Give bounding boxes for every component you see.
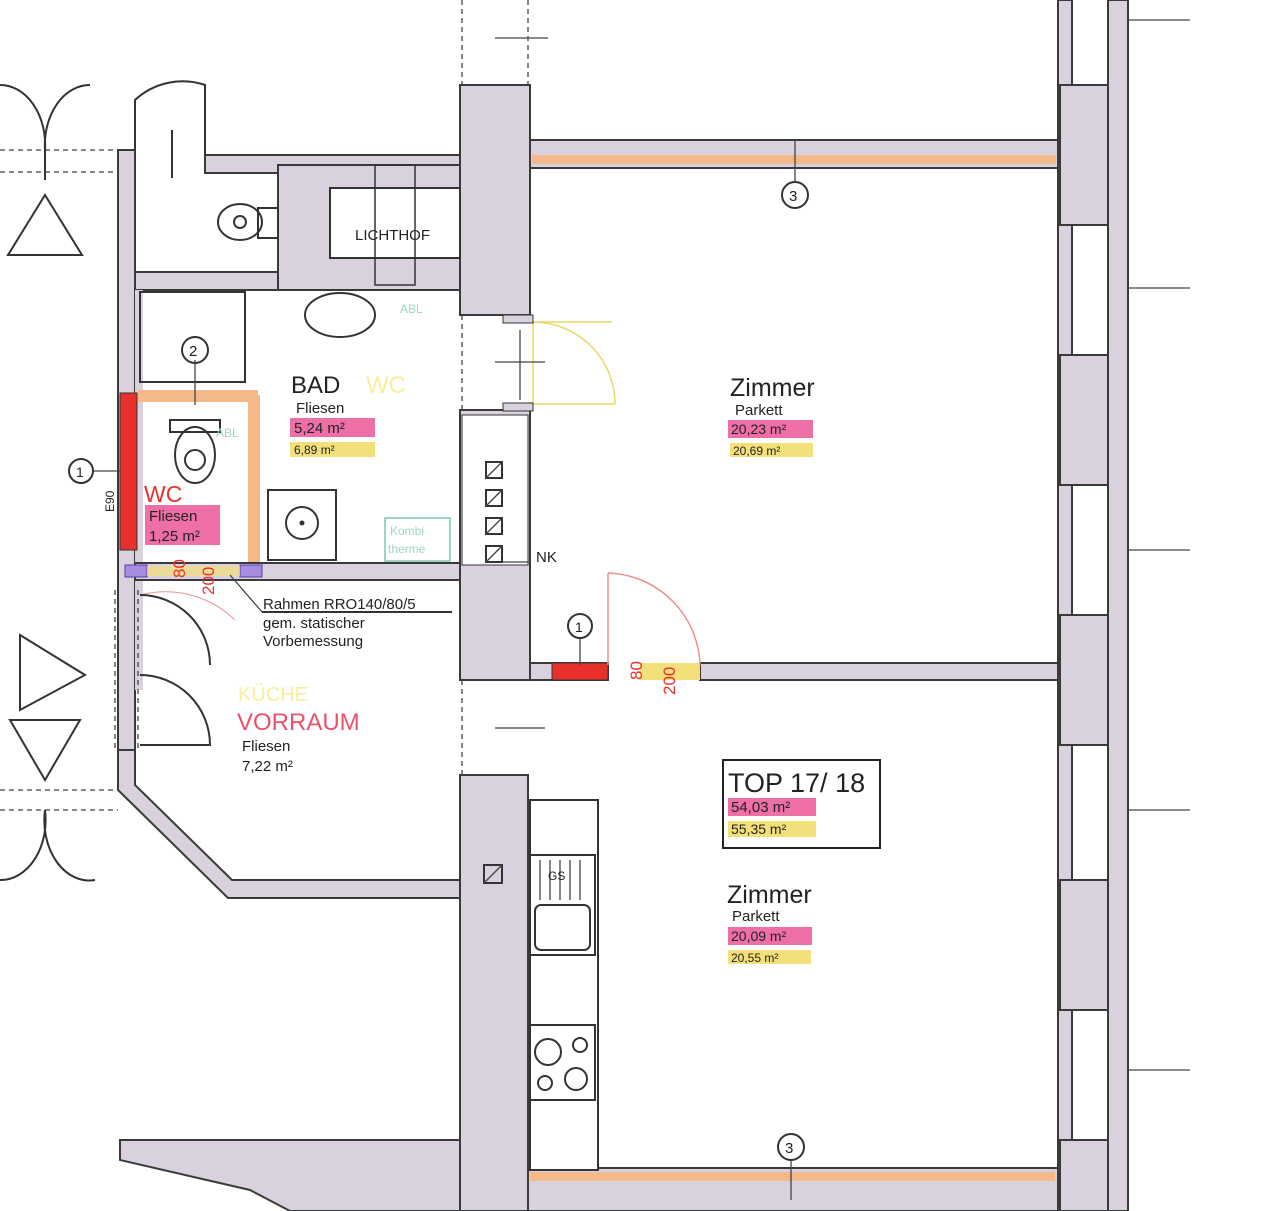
wall-bottom-left — [119, 1139, 461, 1211]
frame-note-2: gem. statischer — [263, 615, 365, 632]
exterior-wall-right — [1057, 0, 1190, 1211]
svg-text:55,35 m²: 55,35 m² — [731, 821, 787, 837]
wc-toilet-icon — [169, 419, 221, 484]
svg-text:1,25 m²: 1,25 m² — [149, 528, 200, 545]
svg-text:6,89 m²: 6,89 m² — [294, 443, 335, 457]
svg-text:VORRAUM: VORRAUM — [237, 709, 360, 736]
stove-icon — [529, 1024, 596, 1101]
shaft-icons — [485, 461, 503, 563]
stair-landing — [0, 83, 118, 882]
svg-text:Fliesen: Fliesen — [296, 400, 344, 417]
marker-1b — [567, 613, 593, 639]
central-wall-bottom — [459, 774, 529, 1211]
svg-text:KÜCHE: KÜCHE — [238, 684, 308, 706]
door-width-label: 80 — [627, 661, 646, 680]
sink-icon — [529, 854, 596, 956]
marker-3b-label: 3 — [785, 1140, 793, 1157]
svg-text:Zimmer: Zimmer — [727, 881, 812, 909]
marker-2 — [181, 336, 209, 364]
svg-text:Fliesen: Fliesen — [149, 508, 197, 525]
apartment-title: TOP 17/ 18 — [728, 768, 865, 798]
therme-label: therme — [388, 542, 426, 556]
door-threshold — [640, 663, 700, 680]
door-height-label: 200 — [660, 667, 679, 695]
marker-2-label: 2 — [189, 343, 197, 360]
marker-3a — [781, 181, 809, 209]
bottom-sill — [530, 1172, 1055, 1181]
entrance-door[interactable] — [114, 590, 212, 750]
abl-label-2: ABL — [216, 426, 239, 440]
svg-text:5,24 m²: 5,24 m² — [294, 420, 345, 437]
svg-text:20,69 m²: 20,69 m² — [733, 444, 780, 458]
door-room2[interactable] — [607, 572, 701, 666]
kombi-label: Kombi — [390, 524, 424, 538]
door-entrance-upper[interactable] — [134, 80, 206, 155]
fire-wall-e90 — [119, 392, 138, 551]
dishwasher-label: GS — [548, 869, 565, 883]
svg-text:Parkett: Parkett — [735, 402, 783, 419]
apartment-summary: TOP 17/ 18 54,03 m² 55,35 m² — [722, 759, 881, 849]
washer-icon — [267, 489, 337, 561]
washbasin-icon — [304, 292, 376, 338]
marker-1a — [68, 458, 94, 484]
room-bad: BAD WC Fliesen 5,24 m² 6,89 m² — [290, 372, 406, 457]
toilet-icon — [217, 203, 279, 241]
marker-1b-label: 1 — [575, 619, 583, 635]
frame-note-3: Vorbemessung — [263, 633, 363, 650]
room-vorraum: KÜCHE VORRAUM Fliesen 7,22 m² — [237, 684, 360, 775]
marker-3b — [777, 1133, 805, 1161]
abl-label: ABL — [400, 302, 423, 316]
svg-text:20,55 m²: 20,55 m² — [731, 951, 778, 965]
room-zimmer-1: Zimmer Parkett 20,23 m² 20,69 m² — [728, 374, 815, 458]
shower-icon — [139, 291, 246, 383]
svg-text:WC: WC — [144, 481, 182, 507]
e90-label: E90 — [103, 490, 117, 512]
wall-corridor — [117, 749, 461, 899]
room-wc: WC Fliesen 1,25 m² — [144, 481, 220, 545]
fire-wall-segment — [551, 662, 609, 681]
lichthof — [329, 187, 461, 259]
central-wall-top — [459, 84, 531, 316]
frame-note: Rahmen RRO140/80/5 — [263, 596, 416, 613]
svg-text:Zimmer: Zimmer — [730, 374, 815, 402]
wc-door-height: 200 — [199, 567, 218, 595]
svg-text:WC: WC — [366, 372, 406, 399]
marker-1a-label: 1 — [76, 464, 84, 480]
top-sill — [532, 155, 1056, 164]
svg-text:BAD: BAD — [291, 372, 340, 399]
kombitherme — [384, 517, 451, 562]
svg-text:Parkett: Parkett — [732, 908, 780, 925]
svg-text:Fliesen: Fliesen — [242, 738, 290, 755]
svg-text:7,22 m²: 7,22 m² — [242, 758, 293, 775]
door-room1[interactable] — [502, 314, 616, 412]
svg-text:20,23 m²: 20,23 m² — [731, 421, 787, 437]
marker-3a-label: 3 — [789, 188, 797, 205]
svg-text:54,03 m²: 54,03 m² — [731, 799, 790, 816]
kitchen-counter — [529, 799, 599, 1171]
partition-wall — [699, 662, 1059, 681]
room-zimmer-2: Zimmer Parkett 20,09 m² 20,55 m² — [727, 881, 812, 965]
lichthof-label: LICHTHOF — [355, 227, 430, 244]
wc-door-width: 80 — [170, 559, 189, 578]
nk-label: NK — [536, 549, 557, 566]
svg-text:20,09 m²: 20,09 m² — [731, 928, 787, 944]
